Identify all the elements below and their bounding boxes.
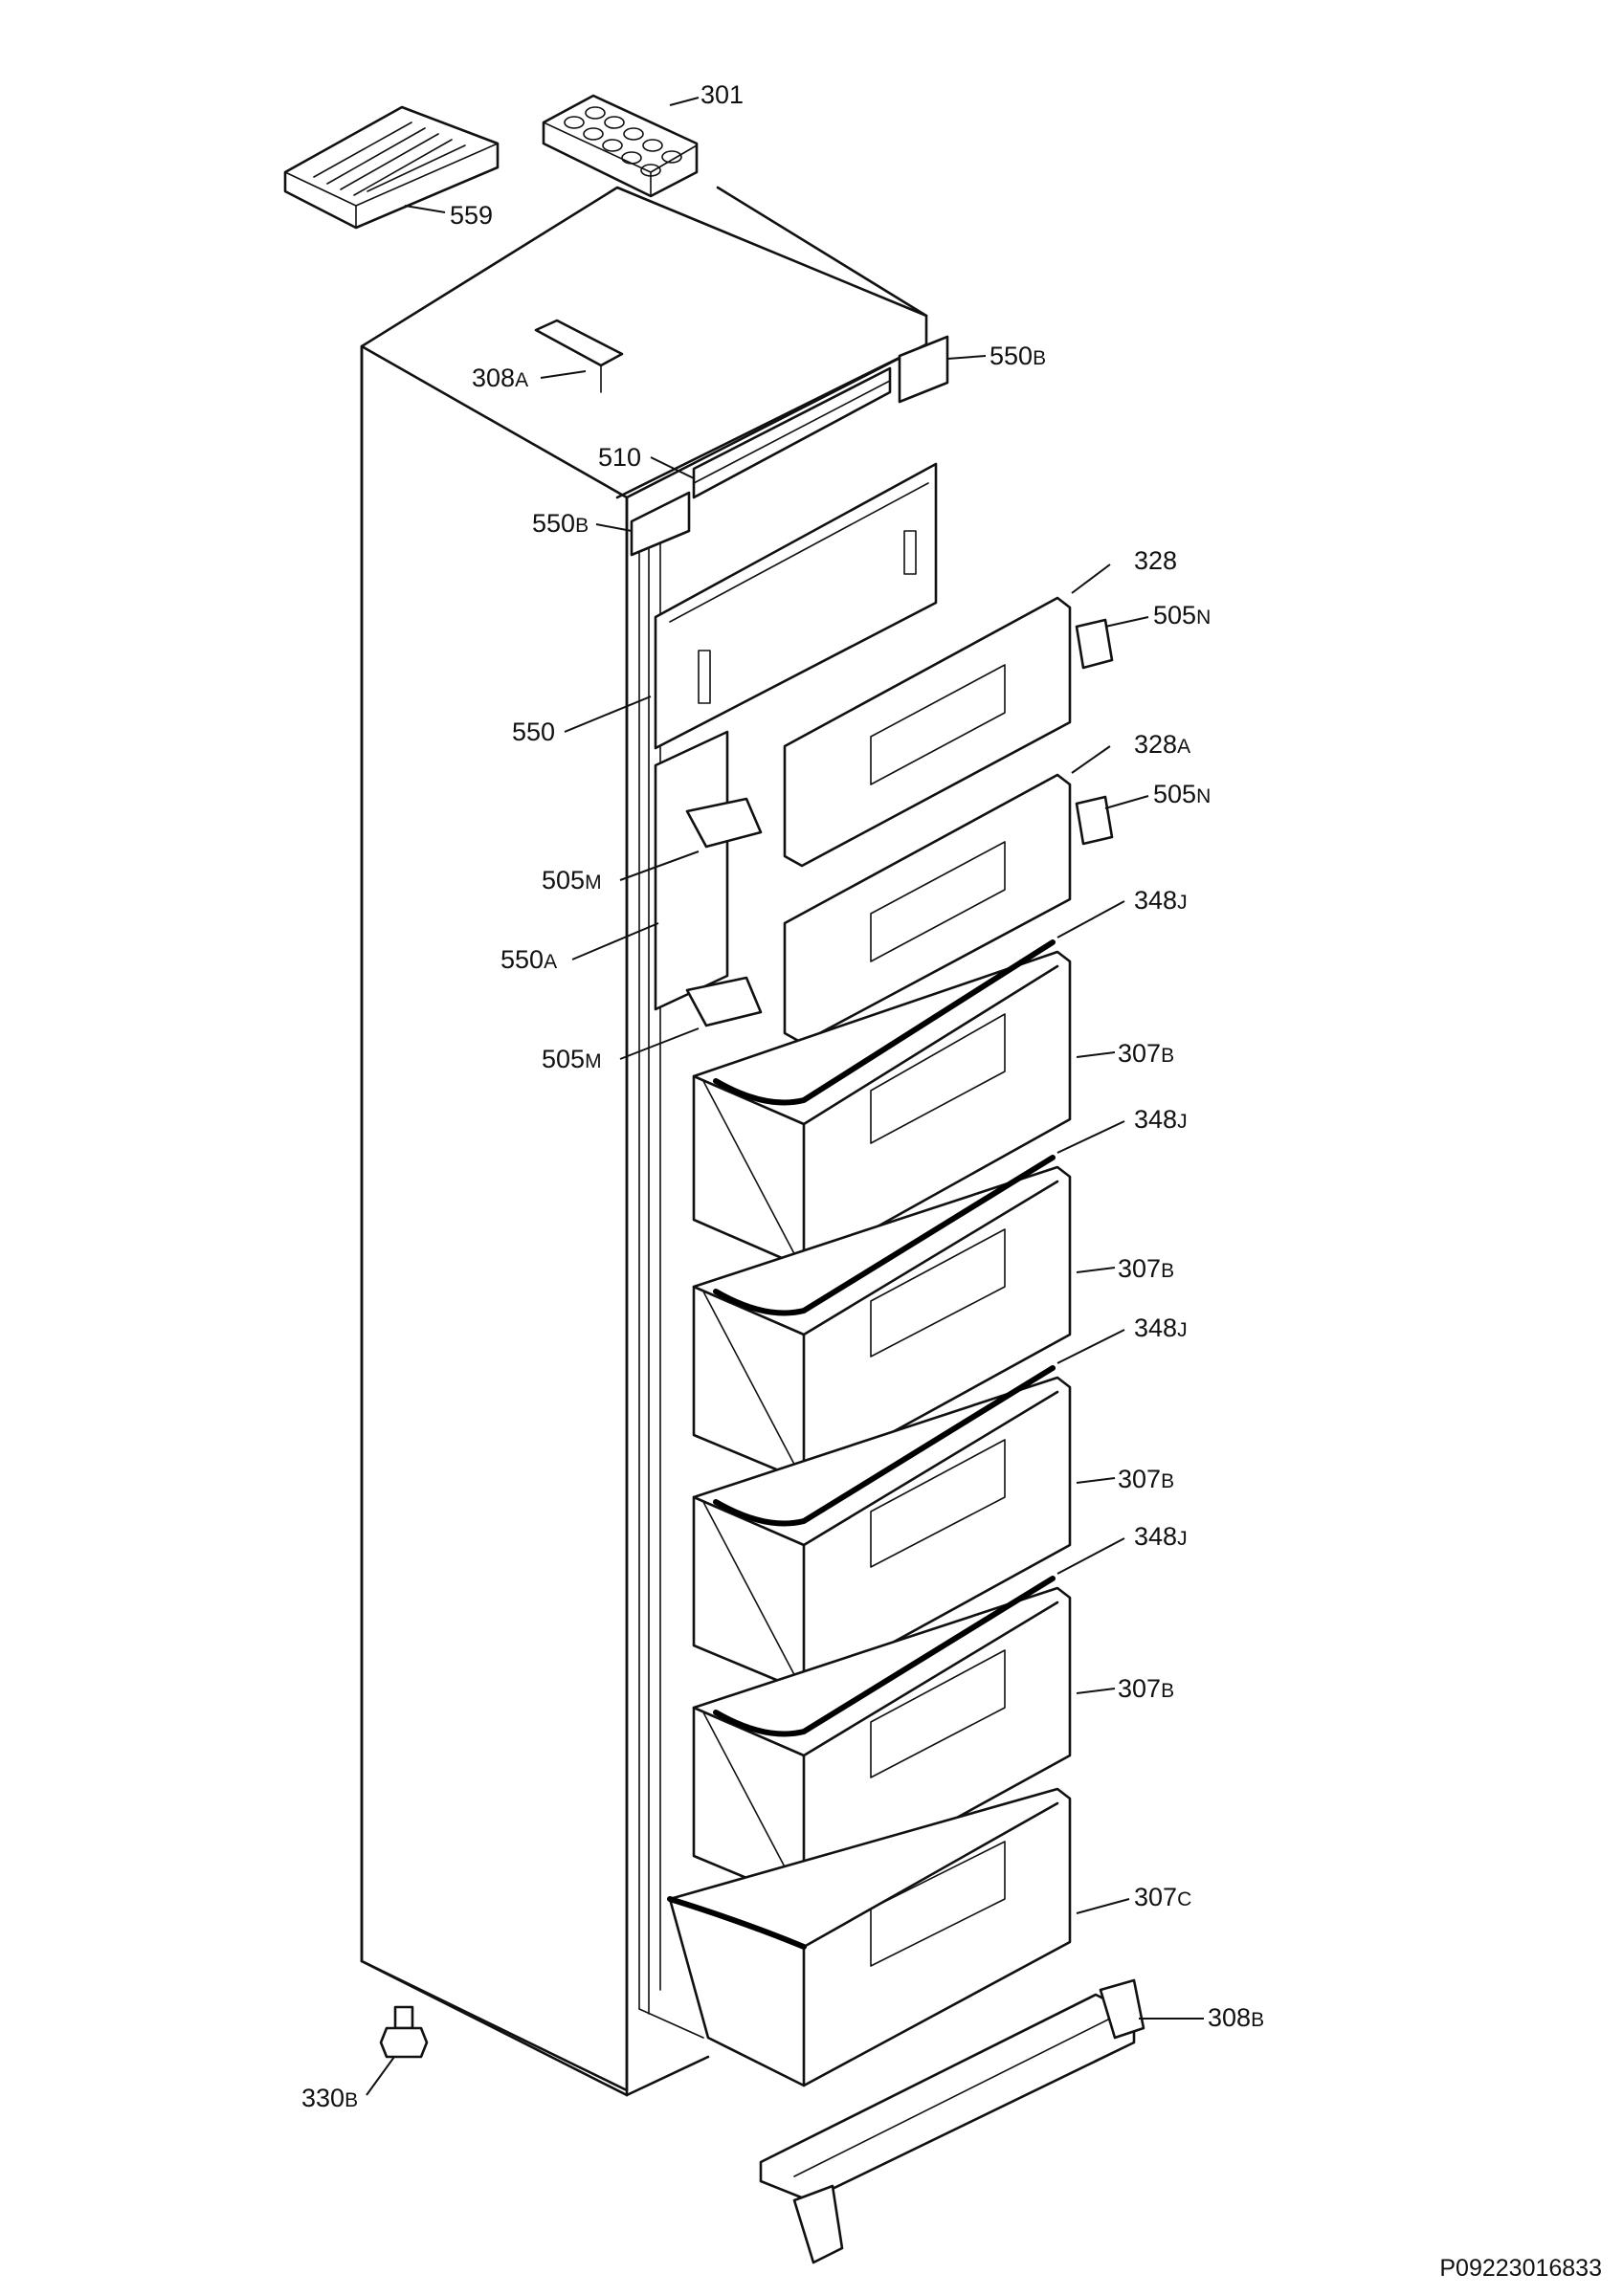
callout-307b-4: 307B (1118, 1676, 1174, 1702)
flap-support-505n-top (1075, 618, 1114, 670)
callout-505m-bottom-suffix: M (585, 1050, 602, 1072)
drawer-307b-2 (692, 1165, 1072, 1483)
callout-505n-mid-suffix: N (1196, 785, 1212, 807)
callout-307c-suffix: C (1177, 1888, 1192, 1910)
callout-307b-2: 307B (1118, 1256, 1174, 1282)
end-cap-550b-left (630, 491, 691, 557)
callout-505m-top: 505M (542, 868, 602, 894)
callout-348j-3: 348J (1134, 1315, 1188, 1341)
callout-307b-1-num: 307 (1118, 1039, 1162, 1068)
drawer-307b-3 (692, 1376, 1072, 1693)
callout-307b-2-suffix: B (1161, 1260, 1175, 1282)
callout-308b-suffix: B (1251, 2009, 1265, 2031)
document-id: P09223016833 (1439, 2255, 1602, 2282)
top-cover-510 (692, 366, 892, 499)
panel-550a (654, 730, 729, 1011)
callout-550a-suffix: A (544, 951, 558, 973)
hinge-308b (759, 1978, 1145, 2264)
callout-505m-bottom-num: 505 (542, 1045, 586, 1073)
callout-550: 550 (512, 719, 555, 745)
callout-308a: 308A (472, 365, 528, 391)
callout-330b: 330B (301, 2086, 358, 2111)
callout-550b-left-suffix: B (575, 515, 589, 537)
callout-307b-3-suffix: B (1161, 1470, 1175, 1492)
callout-328a-num: 328 (1134, 730, 1178, 759)
callout-550-num: 550 (512, 718, 556, 746)
callout-308b: 308B (1208, 2005, 1264, 2031)
callout-308b-num: 308 (1208, 2003, 1252, 2032)
callout-348j-4: 348J (1134, 1524, 1188, 1550)
callout-330b-num: 330 (301, 2084, 345, 2112)
callout-550b-right-suffix: B (1033, 347, 1047, 369)
flap-support-505m-top (685, 797, 763, 849)
callout-550b-left-num: 550 (532, 509, 576, 538)
callout-301-num: 301 (700, 80, 745, 109)
callout-505m-top-num: 505 (542, 866, 586, 894)
flap-support-505m-bottom (685, 976, 763, 1027)
flap-328a (783, 773, 1072, 1045)
gasket-348j-4 (713, 1576, 1056, 1737)
gasket-348j-1 (713, 939, 1056, 1106)
callout-348j-4-num: 348 (1134, 1522, 1178, 1551)
callout-505n-top: 505N (1153, 603, 1211, 629)
callout-505n-top-suffix: N (1196, 607, 1212, 629)
callout-550b-left: 550B (532, 511, 589, 537)
callout-550a: 550A (500, 947, 557, 973)
callout-559: 559 (450, 203, 493, 229)
cold-accumulator-559 (283, 105, 500, 230)
callout-550b-right: 550B (989, 343, 1046, 369)
end-cap-550b-right (898, 335, 949, 404)
callout-307b-1: 307B (1118, 1041, 1174, 1067)
callout-348j-4-suffix: J (1177, 1528, 1188, 1550)
callout-550b-right-num: 550 (989, 342, 1034, 370)
callout-307b-2-num: 307 (1118, 1254, 1162, 1283)
ice-tray-301 (542, 94, 699, 198)
callout-301: 301 (700, 82, 744, 108)
flap-support-505n-mid (1075, 795, 1114, 846)
callout-505n-top-num: 505 (1153, 601, 1197, 629)
flap-328 (783, 596, 1072, 868)
callout-505n-mid-num: 505 (1153, 780, 1197, 808)
callout-307c-num: 307 (1134, 1883, 1178, 1911)
hinge-308a (534, 319, 624, 393)
drawer-307b-1 (692, 950, 1072, 1269)
leader-lines (366, 97, 1204, 2096)
callout-308a-suffix: A (515, 369, 529, 391)
callout-559-num: 559 (450, 201, 494, 230)
control-panel-550 (654, 462, 938, 750)
callout-307b-1-suffix: B (1161, 1045, 1175, 1067)
callout-348j-1-suffix: J (1177, 892, 1188, 914)
callout-505m-top-suffix: M (585, 872, 602, 894)
callout-348j-2: 348J (1134, 1107, 1188, 1133)
callout-505m-bottom: 505M (542, 1047, 602, 1072)
adjustable-foot-330b (379, 2005, 429, 2059)
callout-510: 510 (598, 445, 641, 471)
callout-330b-suffix: B (345, 2089, 359, 2111)
callout-348j-2-num: 348 (1134, 1105, 1178, 1134)
callout-550a-num: 550 (500, 945, 545, 974)
callout-307b-3: 307B (1118, 1467, 1174, 1492)
callout-307b-4-suffix: B (1161, 1680, 1175, 1702)
callout-348j-1-num: 348 (1134, 886, 1178, 915)
callout-348j-3-suffix: J (1177, 1319, 1188, 1341)
drawer-307c (667, 1787, 1072, 2087)
callout-505n-mid: 505N (1153, 782, 1211, 807)
callout-307c: 307C (1134, 1885, 1191, 1910)
callout-307b-4-num: 307 (1118, 1674, 1162, 1703)
callout-348j-1: 348J (1134, 888, 1188, 914)
callout-307b-3-num: 307 (1118, 1465, 1162, 1493)
callout-308a-num: 308 (472, 364, 516, 392)
callout-328a: 328A (1134, 732, 1190, 758)
callout-328a-suffix: A (1177, 736, 1191, 758)
callout-328-num: 328 (1134, 546, 1178, 575)
callout-328: 328 (1134, 548, 1177, 574)
callout-510-num: 510 (598, 443, 642, 472)
callout-348j-3-num: 348 (1134, 1314, 1178, 1342)
callout-348j-2-suffix: J (1177, 1111, 1188, 1133)
gasket-348j-2 (713, 1155, 1056, 1316)
cabinet-body (360, 186, 928, 2097)
gasket-348j-3 (713, 1365, 1056, 1527)
